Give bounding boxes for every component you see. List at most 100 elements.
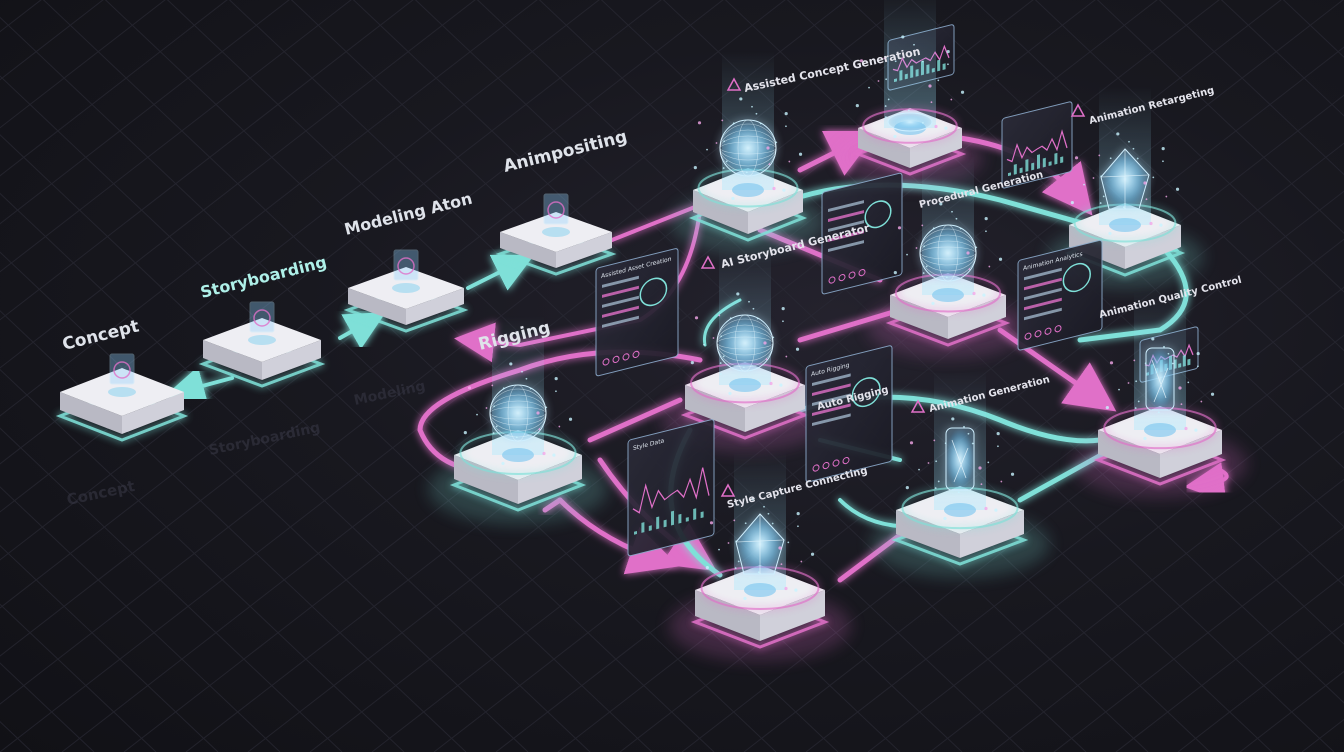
particle	[932, 227, 935, 230]
chart-bar	[1019, 167, 1023, 174]
holo-wire	[507, 384, 529, 442]
particle	[719, 362, 722, 364]
panel-row	[602, 285, 639, 298]
grid-line	[0, 0, 228, 177]
particle	[883, 57, 886, 60]
warning-triangle-icon	[1070, 103, 1086, 117]
particle	[968, 268, 971, 271]
particle	[772, 584, 774, 586]
particle	[1152, 176, 1155, 179]
particle	[1134, 407, 1137, 409]
particle	[996, 432, 1000, 436]
particle	[763, 505, 765, 508]
particle	[944, 126, 948, 130]
platform-side	[1098, 430, 1160, 478]
particle	[884, 105, 887, 107]
particle	[772, 186, 776, 191]
particle	[909, 441, 914, 445]
grid-line	[1220, 0, 1344, 117]
particle	[723, 140, 726, 143]
panel-row	[1024, 297, 1062, 311]
particle	[788, 160, 791, 163]
grid-line	[1115, 574, 1344, 752]
warning-triangle-icon	[910, 399, 926, 413]
particle	[525, 377, 528, 380]
particle	[1200, 400, 1203, 403]
particle	[502, 387, 505, 390]
particle	[877, 80, 880, 82]
particle	[745, 171, 748, 174]
particle	[951, 417, 955, 421]
holo-panel: Animation Analytics	[1017, 239, 1103, 351]
particle	[967, 432, 970, 435]
particle	[720, 335, 723, 338]
particle	[779, 383, 783, 387]
panel-dot	[822, 461, 830, 470]
particle	[1116, 132, 1120, 136]
panel-row	[812, 393, 851, 407]
chart-icon	[632, 467, 710, 514]
panel-dot	[812, 464, 820, 472]
particle	[555, 390, 557, 393]
particle	[1197, 365, 1199, 368]
particle	[722, 355, 725, 358]
holo-base	[1144, 423, 1176, 437]
holo-wire	[737, 119, 759, 177]
grid-line	[476, 0, 1273, 752]
grid-line	[929, 430, 1344, 752]
sphere-icon	[459, 315, 577, 475]
particle	[935, 498, 937, 500]
particle	[768, 163, 771, 166]
particle	[1167, 352, 1170, 355]
particle	[1108, 231, 1112, 236]
particle	[751, 497, 755, 501]
particle	[987, 461, 990, 464]
particle	[752, 307, 755, 310]
particle	[690, 361, 694, 365]
particle	[906, 253, 908, 256]
chart-bar	[1048, 161, 1052, 167]
particle	[997, 445, 999, 448]
particle	[921, 224, 924, 227]
platform-side	[960, 510, 1024, 558]
particle	[530, 449, 532, 451]
particle	[887, 98, 890, 101]
particle	[1162, 160, 1164, 163]
particle	[797, 525, 799, 528]
particle	[885, 78, 888, 81]
panel-row	[812, 403, 851, 417]
particle	[917, 50, 920, 53]
platform-side	[1125, 225, 1181, 269]
reflection-modeling: Modeling	[353, 378, 427, 409]
light-beam	[884, 0, 936, 128]
platform-side	[454, 455, 518, 504]
particle	[1161, 147, 1165, 151]
platform-side	[858, 128, 910, 168]
particle	[894, 60, 897, 63]
grid-line	[743, 286, 1344, 752]
particle	[868, 86, 870, 89]
particle	[959, 227, 962, 230]
holo-figure	[1145, 347, 1175, 411]
grid-line	[991, 478, 1344, 752]
holo-wire	[489, 388, 547, 438]
particle	[515, 436, 518, 439]
grid-line	[0, 0, 724, 561]
panel-row	[828, 200, 864, 213]
grid-line	[1158, 0, 1344, 176]
particle	[800, 560, 803, 563]
particle	[1194, 428, 1198, 432]
particle	[775, 141, 778, 144]
particle	[930, 101, 933, 104]
particle	[1100, 175, 1103, 178]
panel-dot	[828, 276, 836, 284]
particle	[735, 540, 738, 543]
holo-card	[249, 301, 275, 333]
particle	[732, 122, 735, 125]
particle	[1109, 157, 1112, 160]
particle	[521, 370, 523, 373]
holo-wire	[734, 314, 756, 372]
particle	[723, 178, 725, 180]
stage-label-animpositing: Animpositing	[501, 127, 629, 177]
platform-side	[745, 385, 805, 432]
